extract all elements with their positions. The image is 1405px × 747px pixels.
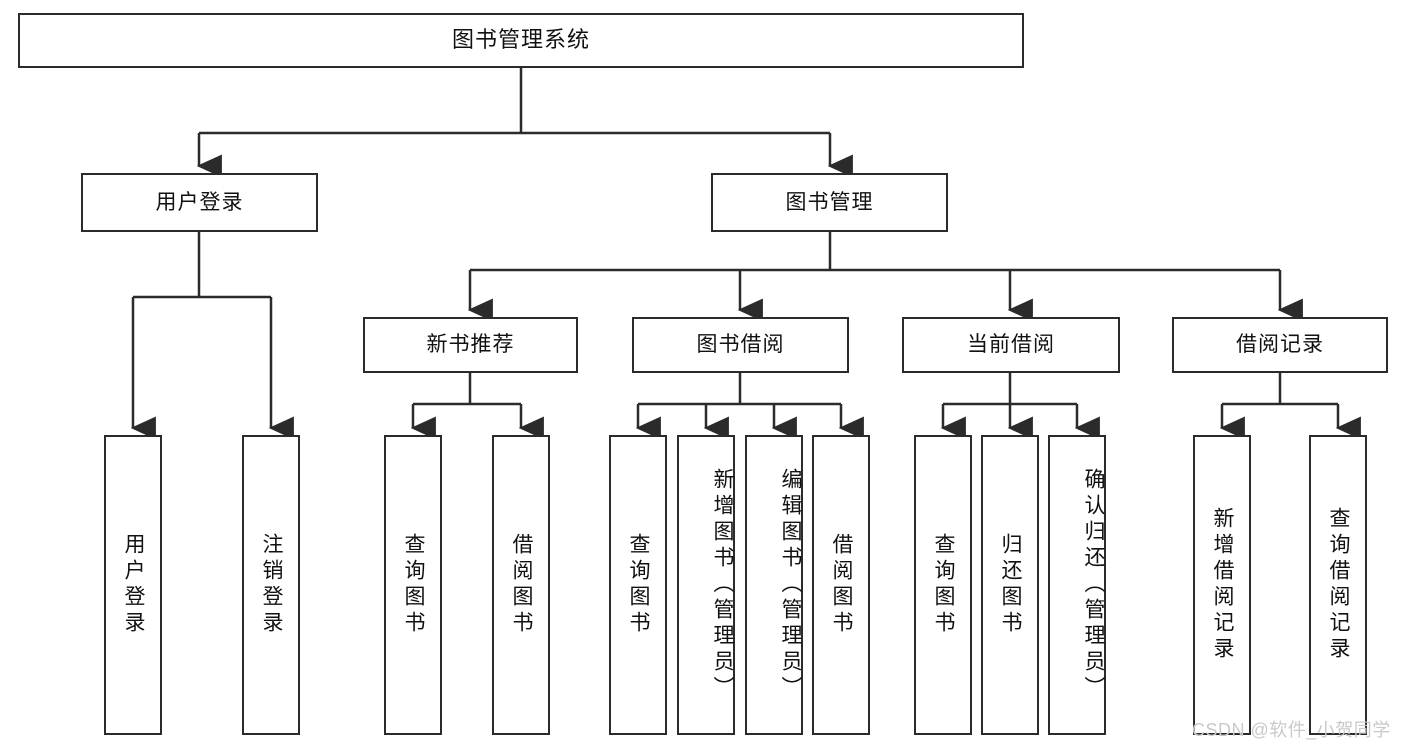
node-leaf-borrow-book-2[interactable]: 借阅图书 [812, 435, 870, 735]
node-leaf-add-record[interactable]: 新增借阅记录 [1193, 435, 1251, 735]
node-leaf-query-record[interactable]: 查询借阅记录 [1309, 435, 1367, 735]
node-book-borrow-label: 图书借阅 [696, 333, 785, 357]
node-leaf-add-book[interactable]: 新增图书（管理员） [677, 435, 735, 735]
node-book-manage-label: 图书管理 [785, 190, 874, 214]
node-new-book-rec-label: 新书推荐 [426, 333, 515, 357]
node-leaf-return-book[interactable]: 归还图书 [981, 435, 1039, 735]
node-leaf-edit-book[interactable]: 编辑图书（管理员） [745, 435, 803, 735]
node-leaf-logout-label: 注销登录 [260, 533, 284, 637]
node-book-manage[interactable]: 图书管理 [711, 173, 948, 232]
node-leaf-add-book-label: 新增图书（管理员） [711, 468, 734, 702]
node-user-login-label: 用户登录 [155, 190, 244, 214]
node-current-borrow[interactable]: 当前借阅 [902, 317, 1120, 373]
node-leaf-query-book-1[interactable]: 查询图书 [384, 435, 442, 735]
node-leaf-query-book-3[interactable]: 查询图书 [914, 435, 972, 735]
node-borrow-record-label: 借阅记录 [1236, 333, 1324, 357]
node-leaf-user-login-label: 用户登录 [122, 533, 146, 637]
node-leaf-confirm-return[interactable]: 确认归还（管理员） [1048, 435, 1106, 735]
node-leaf-borrow-book-2-label: 借阅图书 [830, 533, 854, 637]
node-leaf-borrow-book-1-label: 借阅图书 [510, 533, 534, 637]
node-borrow-record[interactable]: 借阅记录 [1172, 317, 1388, 373]
node-root[interactable]: 图书管理系统 [18, 13, 1024, 68]
node-current-borrow-label: 当前借阅 [967, 333, 1055, 357]
node-leaf-add-record-label: 新增借阅记录 [1211, 507, 1235, 663]
node-leaf-query-record-label: 查询借阅记录 [1327, 507, 1351, 663]
node-leaf-query-book-2-label: 查询图书 [627, 533, 651, 637]
node-leaf-confirm-return-label: 确认归还（管理员） [1082, 468, 1105, 702]
node-leaf-edit-book-label: 编辑图书（管理员） [779, 468, 802, 702]
node-leaf-logout[interactable]: 注销登录 [242, 435, 300, 735]
node-book-borrow[interactable]: 图书借阅 [632, 317, 849, 373]
node-user-login[interactable]: 用户登录 [81, 173, 318, 232]
node-leaf-query-book-2[interactable]: 查询图书 [609, 435, 667, 735]
node-leaf-borrow-book-1[interactable]: 借阅图书 [492, 435, 550, 735]
node-leaf-return-book-label: 归还图书 [999, 533, 1023, 637]
node-leaf-query-book-3-label: 查询图书 [932, 533, 956, 637]
node-leaf-user-login[interactable]: 用户登录 [104, 435, 162, 735]
node-new-book-rec[interactable]: 新书推荐 [363, 317, 578, 373]
node-root-label: 图书管理系统 [451, 27, 590, 53]
csdn-watermark: CSDN @软件_小贺同学 [1192, 720, 1391, 740]
node-leaf-query-book-1-label: 查询图书 [402, 533, 426, 637]
